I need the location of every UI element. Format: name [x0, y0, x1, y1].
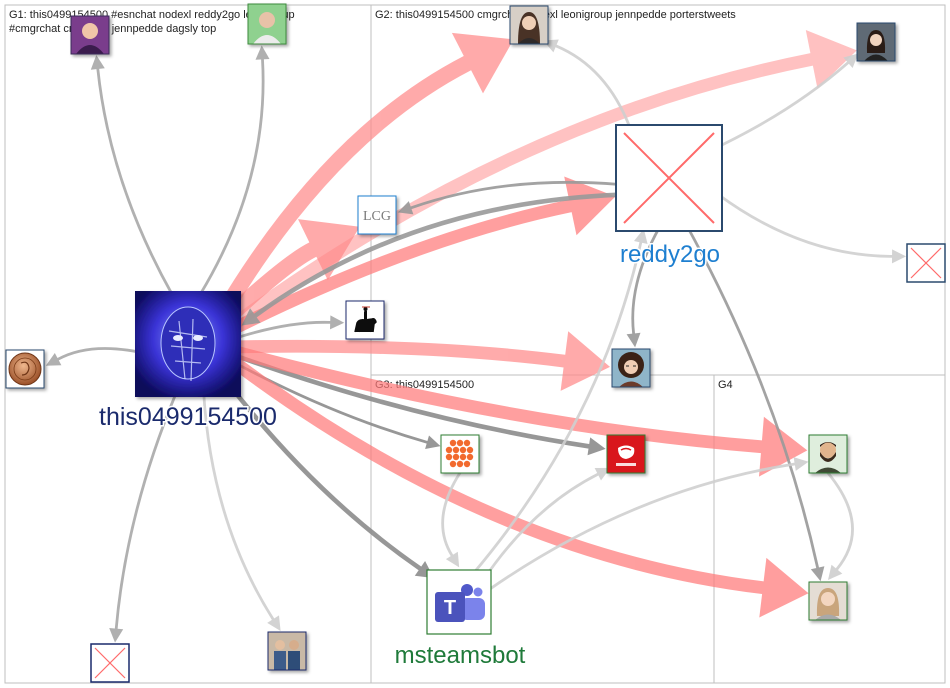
edge-line	[828, 473, 853, 569]
node-swoop[interactable]	[607, 435, 645, 473]
edge-arrowhead	[91, 55, 105, 70]
edge-g4-bearded-to-g4-woman	[828, 473, 853, 580]
node-msteamsbot[interactable]: T	[427, 570, 491, 634]
edge-line	[239, 346, 564, 361]
node-horse-rider[interactable]	[346, 301, 384, 339]
node-g1-top-a[interactable]	[71, 16, 109, 54]
edge-this0499154500-to-g1-top-a	[91, 55, 173, 295]
broken-image-icon	[91, 644, 129, 682]
svg-text:LCG: LCG	[363, 209, 391, 224]
edge-arrowhead	[425, 436, 440, 450]
broken-image-icon	[907, 244, 945, 282]
node-g1-top-b[interactable]	[248, 4, 286, 44]
penny-coin-icon	[6, 350, 44, 388]
avatar-icon	[248, 4, 286, 44]
node-label-msteamsbot: msteamsbot	[395, 642, 526, 669]
group-label-g4: G4	[718, 379, 733, 391]
node-g2-curly[interactable]	[612, 349, 650, 387]
edge-arrowhead	[588, 437, 606, 455]
node-g2-top-woman[interactable]	[510, 6, 548, 44]
node-g2-right-x[interactable]	[907, 244, 945, 282]
orange-dots-logo-icon	[441, 435, 479, 473]
edge-arrowhead	[109, 628, 123, 643]
group-box-g4	[714, 375, 945, 683]
edge-arrowhead	[256, 45, 270, 59]
node-g1-bottom-x[interactable]	[91, 644, 129, 682]
edge-reddy2go-to-g2-right-x	[718, 194, 906, 263]
avatar-icon	[71, 16, 109, 54]
edge-line	[687, 226, 818, 568]
microsoft-teams-icon: T	[427, 570, 491, 634]
avatar-icon	[510, 6, 548, 44]
avatar-icon	[809, 435, 847, 473]
avatar-icon	[612, 349, 650, 387]
node-g1-penny[interactable]	[6, 350, 44, 388]
lcg-logo-icon: LCG	[358, 196, 396, 234]
horse-rider-icon	[346, 301, 384, 339]
group-label-g1-line2: #cmgrchat cmgrchat jennpedde dagsly top	[9, 23, 216, 35]
node-label-this0499154500: this0499154500	[99, 403, 277, 431]
edge-arrowhead	[564, 177, 615, 236]
edge-this0499154500-to-g4-bearded	[239, 353, 808, 477]
edge-this0499154500-to-g1-penny	[46, 348, 138, 365]
avatar-blue-face-icon	[135, 291, 241, 397]
swoop-logo-icon	[607, 435, 645, 473]
avatar-icon	[809, 582, 847, 620]
edge-arrowhead	[811, 566, 825, 581]
edge-line	[98, 69, 173, 295]
edge-arrowhead	[330, 315, 344, 329]
edge-arrowhead	[267, 615, 280, 631]
edge-arrowhead	[627, 333, 641, 348]
broken-image-icon	[616, 125, 722, 231]
node-leonigroup[interactable]: LCG	[358, 196, 396, 234]
edge-this0499154500-to-g1-bottom-x	[109, 394, 176, 643]
node-label-reddy2go: reddy2go	[620, 241, 720, 268]
node-g4-bearded[interactable]	[809, 435, 847, 473]
node-g4-woman[interactable]	[809, 582, 847, 620]
edge-reddy2go-to-g4-woman	[687, 226, 824, 581]
avatar-icon	[857, 23, 895, 61]
avatar-icon	[268, 632, 306, 670]
node-this0499154500[interactable]	[135, 291, 241, 397]
node-g1-bottom-people[interactable]	[268, 632, 306, 670]
svg-text:T: T	[444, 597, 456, 619]
node-layer: T	[6, 4, 945, 682]
edge-line	[58, 348, 137, 359]
edge-arrowhead	[794, 457, 809, 471]
edge-line	[236, 363, 763, 588]
edge-line	[718, 194, 892, 256]
node-g3-orange[interactable]	[441, 435, 479, 473]
group-label-g2: G2: this0499154500 cmgrchat nodexl leoni…	[375, 9, 736, 21]
node-g2-top-right[interactable]	[857, 23, 895, 61]
edge-arrowhead	[892, 249, 906, 263]
node-reddy2go[interactable]	[616, 125, 722, 231]
edge-arrowhead	[759, 558, 808, 618]
